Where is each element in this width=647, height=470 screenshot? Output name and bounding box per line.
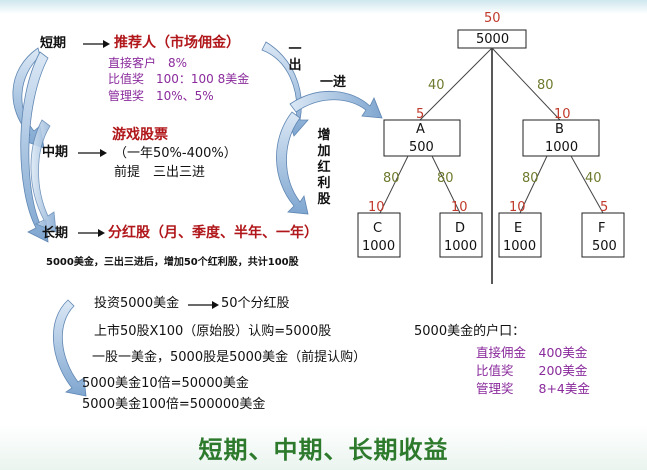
- management-bonus-text: 管理奖 10%、5%: [108, 89, 214, 103]
- account-ratio-bonus: 比值奖 200美金: [476, 363, 588, 378]
- c-top-number: 10: [368, 200, 385, 215]
- page-title: 短期、中期、长期收益: [198, 436, 449, 464]
- edge-right-root: 80: [537, 78, 554, 93]
- b-edge-left: 80: [522, 171, 539, 186]
- node-f: [581, 212, 625, 258]
- account-management-bonus: 管理奖 8+4美金: [476, 381, 590, 396]
- node-d: [439, 212, 483, 258]
- node-d-name: D: [455, 221, 466, 236]
- one-in-text: 一进: [320, 75, 347, 90]
- a-edge-left: 80: [383, 171, 400, 186]
- bottom-band: [0, 424, 647, 470]
- d-top-number: 10: [451, 200, 468, 215]
- one-share-text: 一股一美金，5000股是5000美金（前提认购）: [92, 350, 367, 365]
- curve-arrow-bottom-left: [30, 119, 57, 233]
- curve-arrow-bottom: [52, 299, 87, 397]
- shares-text: 50个分红股: [221, 296, 290, 311]
- premise-text: 前提 三出三进: [114, 165, 206, 180]
- node-c: [357, 212, 401, 258]
- annual-range-text: （一年50%-400%）: [114, 146, 237, 161]
- short-term-label: 短期: [40, 36, 67, 51]
- f-top-number: 5: [600, 200, 609, 215]
- node-c-value: 1000: [362, 239, 396, 254]
- game-stock-heading: 游戏股票: [112, 127, 168, 143]
- account-title: 5000美金的户口：: [414, 324, 526, 339]
- summary-text: 5000美金，三出三进后，增加50个红利股，共计100股: [46, 257, 299, 268]
- curve-arrow-center-bottom: [276, 111, 309, 215]
- curve-arrow-center-top: [261, 41, 309, 137]
- a-top-number: 5: [416, 107, 425, 122]
- account-direct-commission: 直接佣金 400美金: [476, 345, 588, 360]
- node-e: [498, 212, 542, 258]
- listing-text: 上市50股X100（原始股）认购=5000股: [94, 324, 332, 339]
- node-a-name: A: [416, 122, 425, 137]
- node-a: [383, 119, 461, 157]
- node-e-value: 1000: [503, 239, 537, 254]
- curve-arrow-top-left: [12, 47, 45, 149]
- b-top-number: 10: [554, 107, 571, 122]
- add-dividend-text: 增加红利股: [317, 128, 331, 207]
- b-edge-right: 40: [585, 171, 602, 186]
- top-band: [0, 0, 647, 14]
- one-out-text: 一出: [288, 42, 302, 73]
- node-c-name: C: [373, 221, 383, 236]
- e-top-number: 10: [509, 200, 526, 215]
- ten-times-text: 5000美金10倍=50000美金: [82, 376, 249, 391]
- node-b: [522, 119, 600, 157]
- edge-left-root: 40: [428, 78, 445, 93]
- curve-arrow-center-right: [289, 91, 383, 119]
- invest-text: 投资5000美金: [94, 296, 180, 311]
- long-term-label: 长期: [42, 226, 69, 241]
- a-edge-right: 80: [437, 171, 454, 186]
- node-b-value: 1000: [545, 140, 579, 155]
- mid-term-label: 中期: [42, 145, 69, 160]
- hundred-times-text: 5000美金100倍=500000美金: [82, 397, 266, 412]
- root-top-number: 50: [484, 11, 501, 26]
- node-b-name: B: [555, 122, 564, 137]
- referrer-heading: 推荐人（市场佣金）: [114, 35, 240, 51]
- root-value: 5000: [476, 32, 510, 47]
- node-a-value: 500: [409, 140, 434, 155]
- curve-arrow-mid-left: [20, 51, 49, 243]
- node-e-name: E: [514, 221, 523, 236]
- node-f-value: 500: [592, 239, 617, 254]
- dividend-stock-heading: 分红股（月、季度、半年、一年）: [108, 225, 318, 241]
- node-d-value: 1000: [444, 239, 478, 254]
- ratio-bonus-text: 比值奖 100：100 8美金: [108, 72, 250, 86]
- node-f-name: F: [598, 221, 606, 236]
- direct-customer-text: 直接客户 8%: [108, 56, 188, 70]
